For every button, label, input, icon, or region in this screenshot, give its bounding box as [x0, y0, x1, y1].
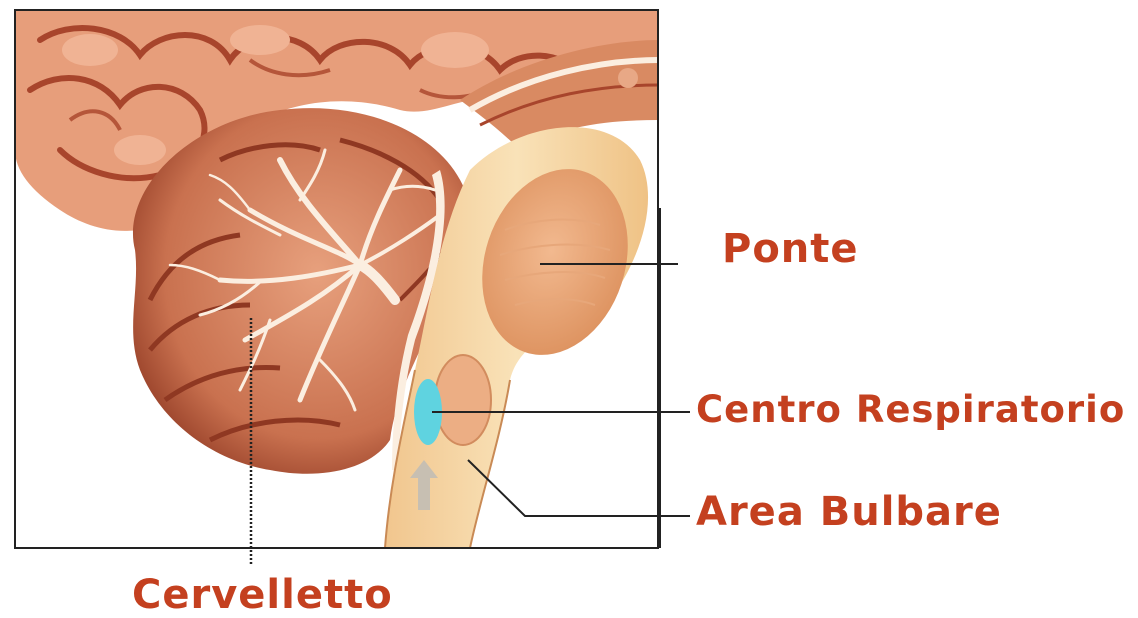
label-area-bulbare: Area Bulbare: [696, 489, 1002, 535]
medulla-olive: [435, 355, 491, 445]
label-cervelletto: Cervelletto: [132, 572, 393, 618]
label-ponte: Ponte: [722, 226, 859, 272]
label-centro-respiratorio: Centro Respiratorio: [696, 388, 1125, 431]
